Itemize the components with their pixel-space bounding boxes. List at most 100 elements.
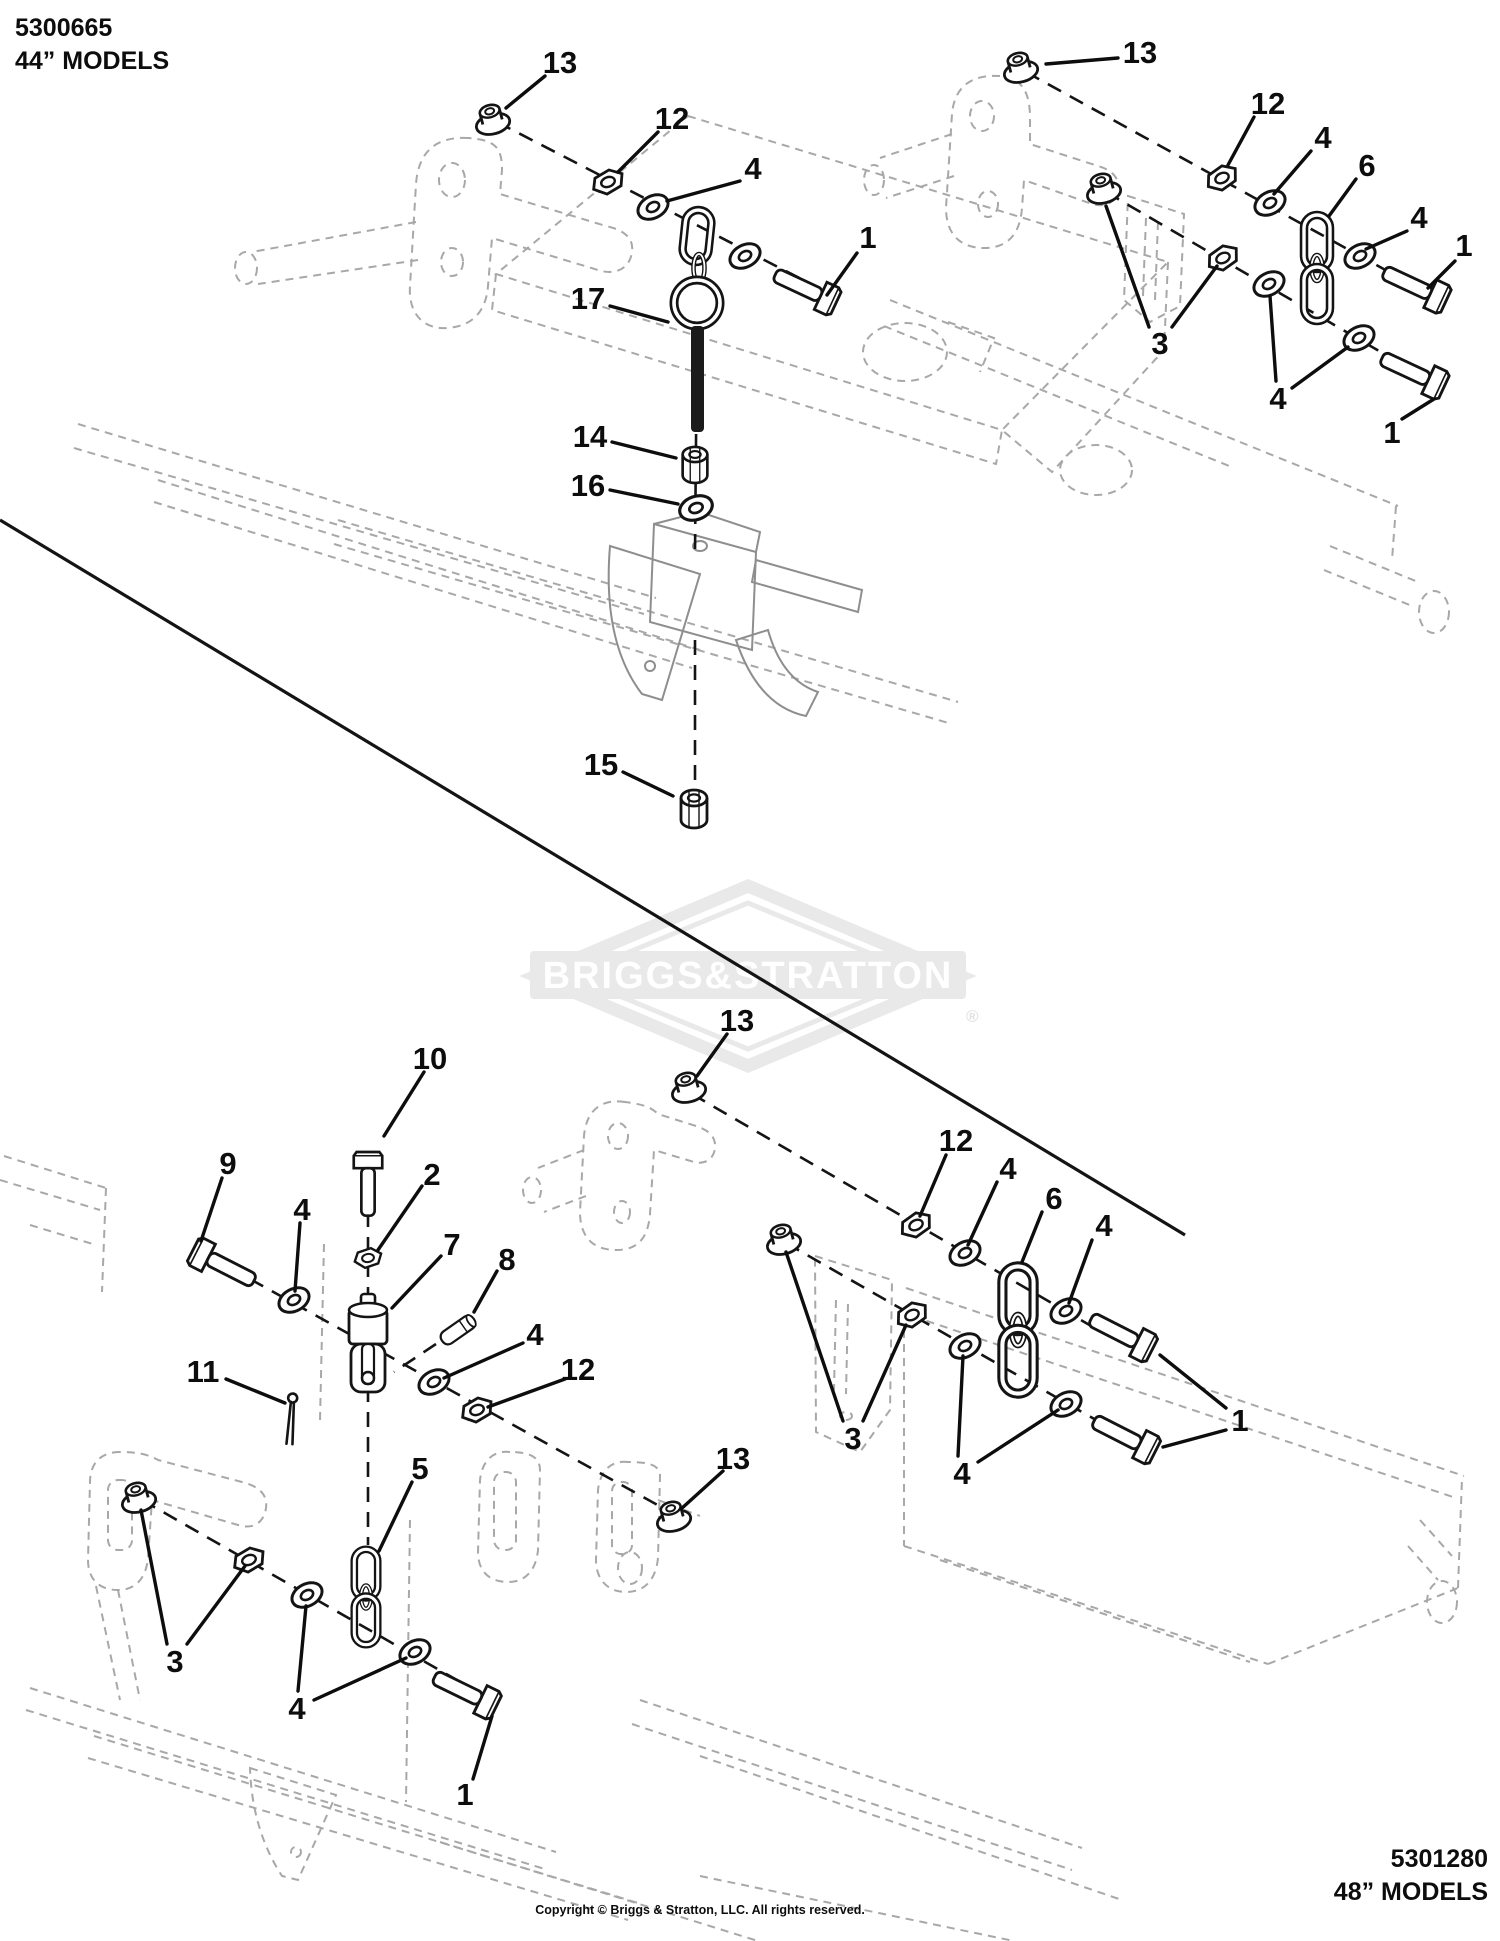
callout-leader-1 <box>1161 1428 1228 1449</box>
flange-nut-part <box>761 1219 805 1260</box>
copyright-text: Copyright © Briggs & Stratton, LLC. All … <box>535 1903 865 1917</box>
callout-number-4: 4 <box>1410 200 1428 235</box>
assembly-axes <box>141 70 1401 1705</box>
watermark-text: BRIGGS&STRATTON <box>543 955 954 997</box>
callout-leader-3 <box>139 1508 169 1646</box>
lock-nut-part <box>679 788 709 830</box>
washer-part <box>1045 1292 1087 1330</box>
callout-number-12: 12 <box>939 1123 973 1158</box>
callout-number-4: 4 <box>526 1317 544 1352</box>
callout-number-3: 3 <box>844 1421 861 1456</box>
callout-leader-10 <box>382 1070 426 1138</box>
callout-number-13: 13 <box>1123 35 1157 70</box>
model-label-44: 44” MODELS <box>15 47 170 75</box>
callout-number-14: 14 <box>573 419 608 454</box>
callout-leader-12 <box>918 1153 948 1218</box>
callout-leader-17 <box>608 304 670 324</box>
callout-leader-15 <box>621 770 675 798</box>
callout-leader-12 <box>486 1377 567 1409</box>
callout-leader-1 <box>1400 397 1436 421</box>
drawing-number-44: 5300665 <box>15 14 113 42</box>
callout-number-1: 1 <box>859 220 876 255</box>
hex-nut-part <box>895 1206 937 1244</box>
callout-leader-9 <box>199 1176 224 1243</box>
diagonal-divider-line <box>0 518 1186 1237</box>
lock-nut-part <box>681 445 709 485</box>
washer-part <box>413 1363 455 1401</box>
callout-number-13: 13 <box>716 1441 750 1476</box>
callout-number-4: 4 <box>1314 120 1332 155</box>
callout-number-13: 13 <box>543 45 577 80</box>
callout-leader-4 <box>1290 345 1350 390</box>
callout-number-10: 10 <box>413 1041 447 1076</box>
hex-bolt-part <box>1082 1303 1161 1366</box>
callout-leader-6 <box>1327 177 1358 218</box>
registered-mark: ® <box>966 1007 979 1026</box>
callout-leader-4 <box>442 1341 525 1380</box>
flange-nut-part <box>998 47 1042 88</box>
callout-number-7: 7 <box>443 1227 460 1262</box>
callout-leader-4 <box>1364 229 1409 251</box>
callout-number-15: 15 <box>584 747 618 782</box>
callout-number-12: 12 <box>655 101 689 136</box>
washer-part <box>944 1327 986 1365</box>
callout-number-1: 1 <box>1231 1403 1248 1438</box>
hex-nut-part <box>891 1296 933 1334</box>
callout-number-4: 4 <box>1095 1208 1113 1243</box>
callout-number-1: 1 <box>456 1777 473 1812</box>
model-label-48: 48” MODELS <box>1333 1878 1488 1906</box>
deck-outline-44 <box>73 74 1450 725</box>
hex-bolt-part <box>1376 256 1454 317</box>
callout-leader-14 <box>610 440 678 460</box>
callout-number-5: 5 <box>411 1451 428 1486</box>
callout-leader-13 <box>504 74 547 110</box>
callout-number-6: 6 <box>1358 148 1375 183</box>
callout-number-4: 4 <box>293 1192 311 1227</box>
callout-leader-4 <box>293 1221 302 1293</box>
clevis-part <box>347 1292 389 1394</box>
callout-number-6: 6 <box>1045 1181 1062 1216</box>
callout-number-11: 11 <box>187 1354 220 1389</box>
washer-part <box>944 1234 986 1272</box>
callout-leader-12 <box>616 130 660 174</box>
callout-leader-1 <box>471 1714 494 1781</box>
deck-outline-48 <box>0 1100 1465 1941</box>
pin-part <box>437 1311 479 1349</box>
hex-nut-part <box>1202 239 1244 277</box>
callout-leader-13 <box>1044 56 1120 66</box>
callout-leader-13 <box>695 1032 729 1078</box>
chain-link-part <box>354 1549 377 1644</box>
hex-nut-part <box>456 1392 498 1428</box>
callout-leader-11 <box>224 1377 287 1405</box>
callout-leader-13 <box>679 1469 725 1511</box>
hex-bolt-part <box>352 1150 384 1217</box>
callout-number-3: 3 <box>1151 326 1168 361</box>
hex-bolt-part <box>1374 342 1452 403</box>
callout-number-12: 12 <box>561 1352 595 1387</box>
callout-number-4: 4 <box>744 151 762 186</box>
callout-leader-3 <box>185 1564 247 1646</box>
hex-nut-part <box>228 1542 270 1578</box>
callout-leader-1 <box>1158 1353 1228 1410</box>
callout-number-12: 12 <box>1251 86 1285 121</box>
cotter-pin-part <box>283 1391 299 1446</box>
hex-nut-part <box>1201 159 1243 197</box>
callout-leader-16 <box>608 488 680 506</box>
callout-number-8: 8 <box>498 1242 515 1277</box>
callout-number-2: 2 <box>423 1157 440 1192</box>
flange-nut-part <box>1081 168 1125 209</box>
callout-leader-4 <box>1272 149 1313 196</box>
callout-leader-4 <box>956 1354 965 1458</box>
callout-number-13: 13 <box>720 1003 754 1038</box>
callout-leader-3 <box>784 1250 845 1423</box>
drawing-number-48-block: 5301280 48” MODELS <box>1334 1843 1488 1909</box>
callout-leader-4 <box>312 1656 408 1702</box>
callout-leader-4 <box>976 1408 1060 1464</box>
callout-number-1: 1 <box>1383 415 1400 450</box>
callout-leader-4 <box>1067 1238 1094 1305</box>
callout-number-4: 4 <box>953 1456 971 1491</box>
drawing-number-48: 5301280 <box>1390 1845 1488 1873</box>
callout-number-17: 17 <box>571 281 605 316</box>
